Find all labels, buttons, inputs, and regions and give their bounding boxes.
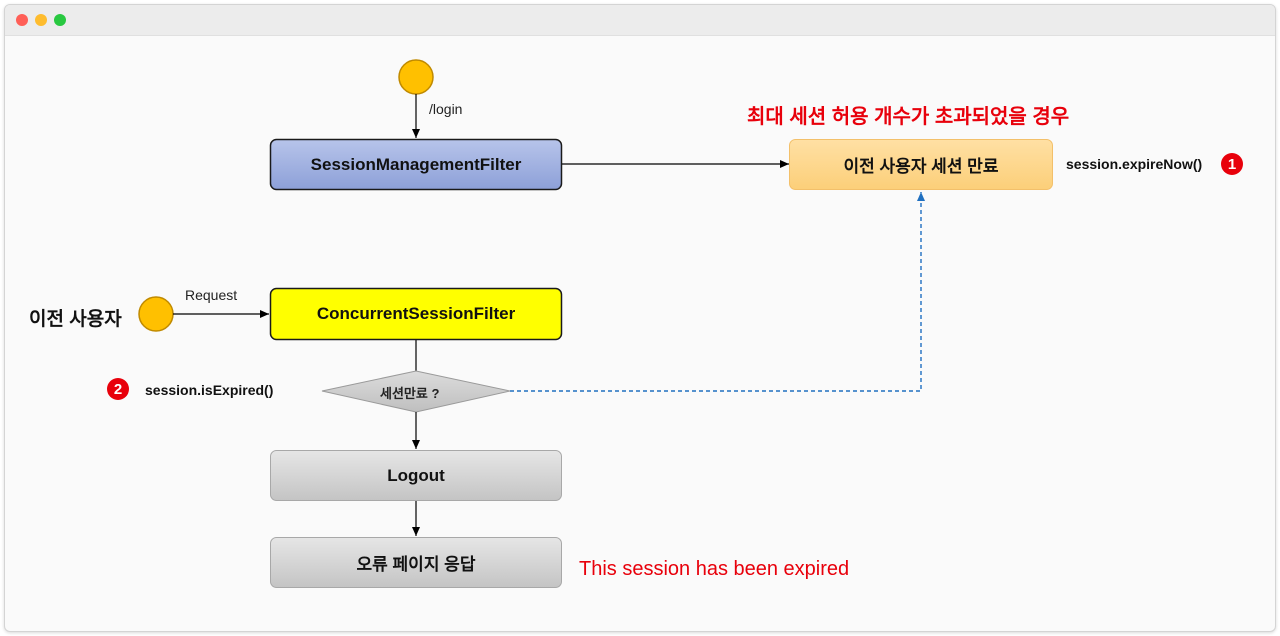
previous-user-label: 이전 사용자 bbox=[29, 309, 122, 330]
session-management-filter-shape bbox=[269, 138, 563, 191]
close-window-button[interactable] bbox=[16, 14, 28, 26]
max-session-note: 최대 세션 허용 개수가 초과되었을 경우 bbox=[747, 106, 1070, 128]
concurrent-filter-shape bbox=[269, 287, 563, 341]
maximize-window-button[interactable] bbox=[54, 14, 66, 26]
login-start-node bbox=[398, 59, 434, 95]
title-bar bbox=[5, 5, 1275, 36]
session-management-filter: SessionManagementFilter bbox=[310, 154, 522, 174]
logout-shape bbox=[270, 450, 562, 501]
expire-previous-session-box: 이전 사용자 세션 만료 bbox=[843, 157, 999, 176]
step-2-badge: 2 bbox=[107, 378, 129, 400]
logout-box: Logout bbox=[387, 465, 445, 485]
expire-now-label: session.expireNow() bbox=[1066, 156, 1203, 172]
decision-label: 세션만료 ? bbox=[380, 386, 440, 401]
error-page-response-box: 오류 페이지 응답 bbox=[356, 555, 476, 574]
step-1-badge: 1 bbox=[1221, 153, 1243, 175]
concurrent-session-filter: ConcurrentSessionFilter bbox=[316, 304, 516, 323]
request-label: Request bbox=[185, 287, 238, 303]
error-response-shape bbox=[270, 537, 562, 588]
app-window bbox=[4, 4, 1276, 632]
login-label: /login bbox=[429, 101, 463, 117]
expired-message: This session has been expired bbox=[579, 558, 850, 580]
user-start-node bbox=[138, 296, 174, 332]
decision-to-expire-dashed-arrow bbox=[510, 192, 925, 392]
minimize-window-button[interactable] bbox=[35, 14, 47, 26]
expire-box-shape bbox=[789, 139, 1053, 190]
is-expired-label: session.isExpired() bbox=[145, 382, 274, 398]
